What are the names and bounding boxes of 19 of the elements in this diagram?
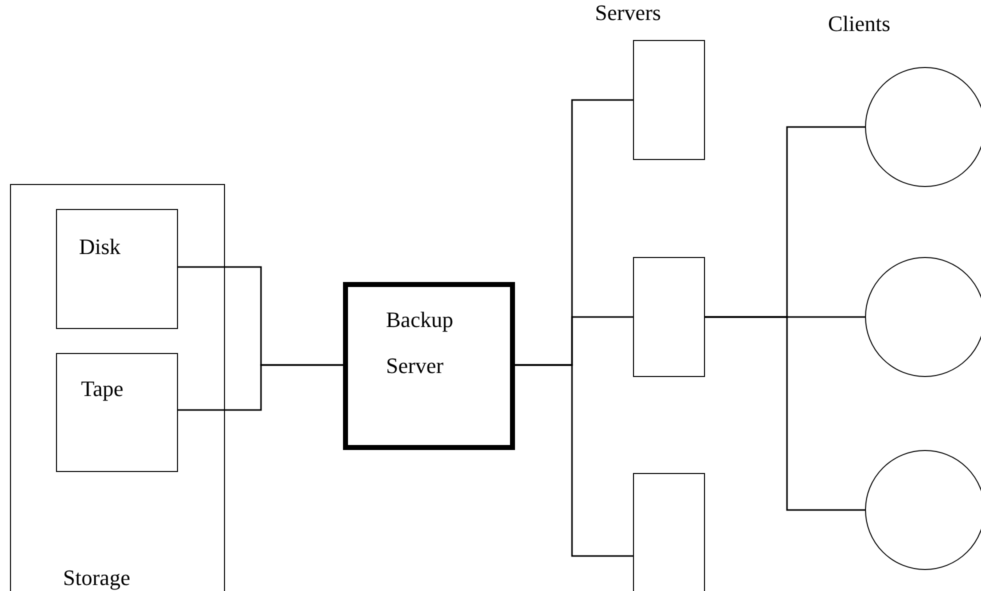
group-label: Servers <box>595 0 661 26</box>
client-circle <box>865 450 981 570</box>
node-label: Backup Server <box>386 306 454 380</box>
device-box <box>56 209 178 329</box>
device-box <box>56 353 178 472</box>
client-circle <box>865 257 981 377</box>
server-box <box>633 473 705 591</box>
server-box <box>633 257 705 377</box>
connector-line <box>515 364 633 557</box>
connector-line <box>705 316 865 511</box>
backup-server-box <box>343 282 515 450</box>
node-label: Storage <box>63 565 132 591</box>
node-label: Disk <box>79 234 122 260</box>
server-box <box>633 40 705 160</box>
group-label: Clients <box>828 11 890 37</box>
connector-line <box>177 364 343 411</box>
storage-box <box>10 184 225 591</box>
node-label: Tape <box>81 376 124 402</box>
client-circle <box>865 67 981 187</box>
